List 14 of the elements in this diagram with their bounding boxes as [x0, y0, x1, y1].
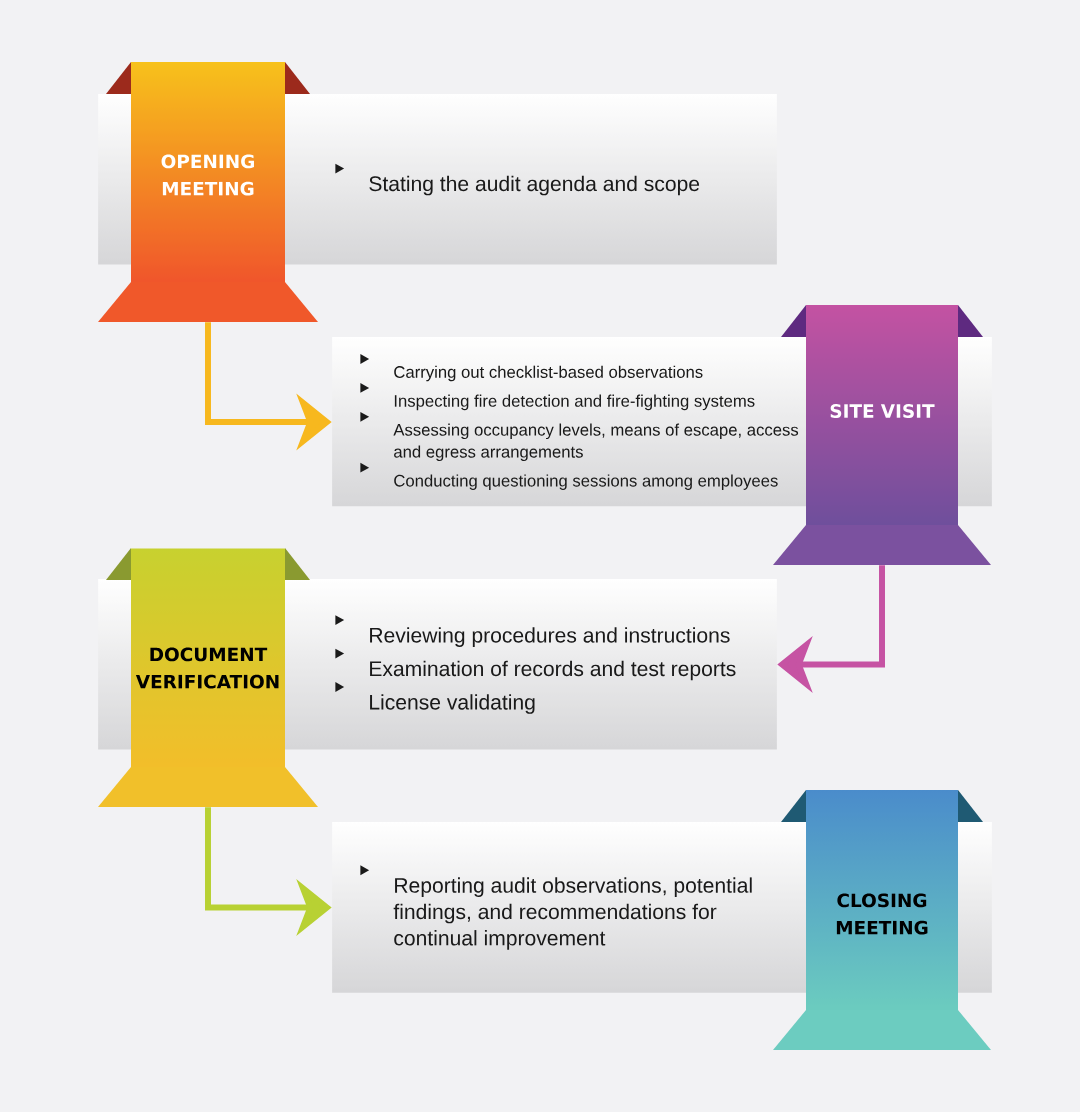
ribbon-banner: OPENING MEETING [98, 62, 318, 322]
text-panel [335, 615, 736, 714]
list-item: License validating [370, 694, 535, 714]
text-panel [360, 865, 752, 950]
list-item: Inspecting fire detection and fire-fighting systems [394, 394, 755, 411]
ribbon-banner: DOCUMENT VERIFICATION [98, 548, 318, 807]
list-item: Carrying out checklist-based observations [394, 365, 703, 382]
list-item: Examination of records and test reports [370, 660, 736, 681]
list-item: Reviewing procedures and instructions [370, 627, 730, 647]
ribbon-banner: CLOSING MEETING [773, 790, 991, 1050]
text-panel [360, 354, 799, 490]
list-item: Stating the audit agenda and scope [369, 175, 700, 196]
list-item: Reporting audit observations, potential findings, and recommendations for continual improvement [393, 877, 752, 950]
text-panel [335, 163, 700, 196]
